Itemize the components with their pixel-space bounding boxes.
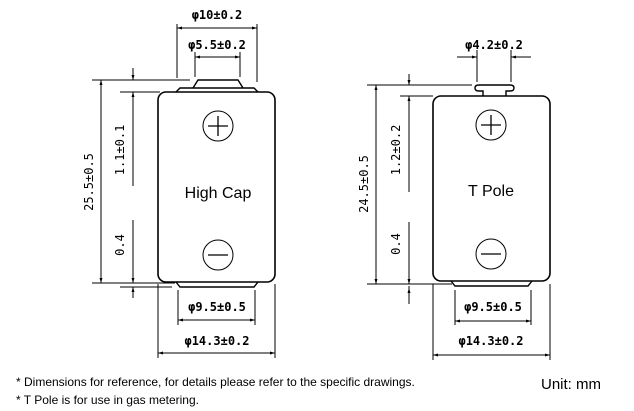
top-outer-diameter: φ10±0.2 — [192, 8, 243, 22]
top-inner-diameter: φ5.5±0.2 — [188, 38, 246, 52]
bottom-plate — [450, 280, 533, 287]
bottom-inner-diameter: φ9.5±0.5 — [464, 300, 522, 314]
bottom-offset-dimension: 0.4 — [113, 234, 127, 256]
high-cap-battery — [92, 24, 276, 358]
plus-icon — [202, 110, 234, 142]
minus-icon — [202, 239, 234, 271]
t-pole-label: T Pole — [468, 183, 514, 200]
bottom-offset-dimension: 0.4 — [389, 233, 403, 255]
tab-diameter: φ4.2±0.2 — [465, 38, 523, 52]
top-offset-dimension: 1.2±0.2 — [389, 125, 403, 176]
positive-cap — [192, 79, 244, 89]
bottom-inner-diameter: φ9.5±0.5 — [188, 300, 246, 314]
body-diameter: φ14.3±0.2 — [184, 334, 249, 348]
bottom-plate — [175, 281, 259, 288]
minus-icon — [475, 238, 507, 270]
battery-body — [432, 95, 551, 282]
t-pole-battery — [367, 50, 551, 360]
note-t-pole: * T Pole is for use in gas metering. — [16, 393, 199, 407]
battery-body — [157, 91, 276, 283]
height-dimension: 24.5±0.5 — [357, 155, 371, 213]
high-cap-label: High Cap — [185, 185, 252, 202]
note-reference: * Dimensions for reference, for details … — [16, 375, 415, 389]
top-offset-dimension: 1.1±0.1 — [113, 125, 127, 176]
plus-icon — [475, 109, 507, 141]
unit-label: Unit: mm — [541, 376, 601, 393]
body-diameter: φ14.3±0.2 — [458, 334, 523, 348]
t-tab — [474, 84, 515, 96]
height-dimension: 25.5±0.5 — [82, 153, 96, 211]
